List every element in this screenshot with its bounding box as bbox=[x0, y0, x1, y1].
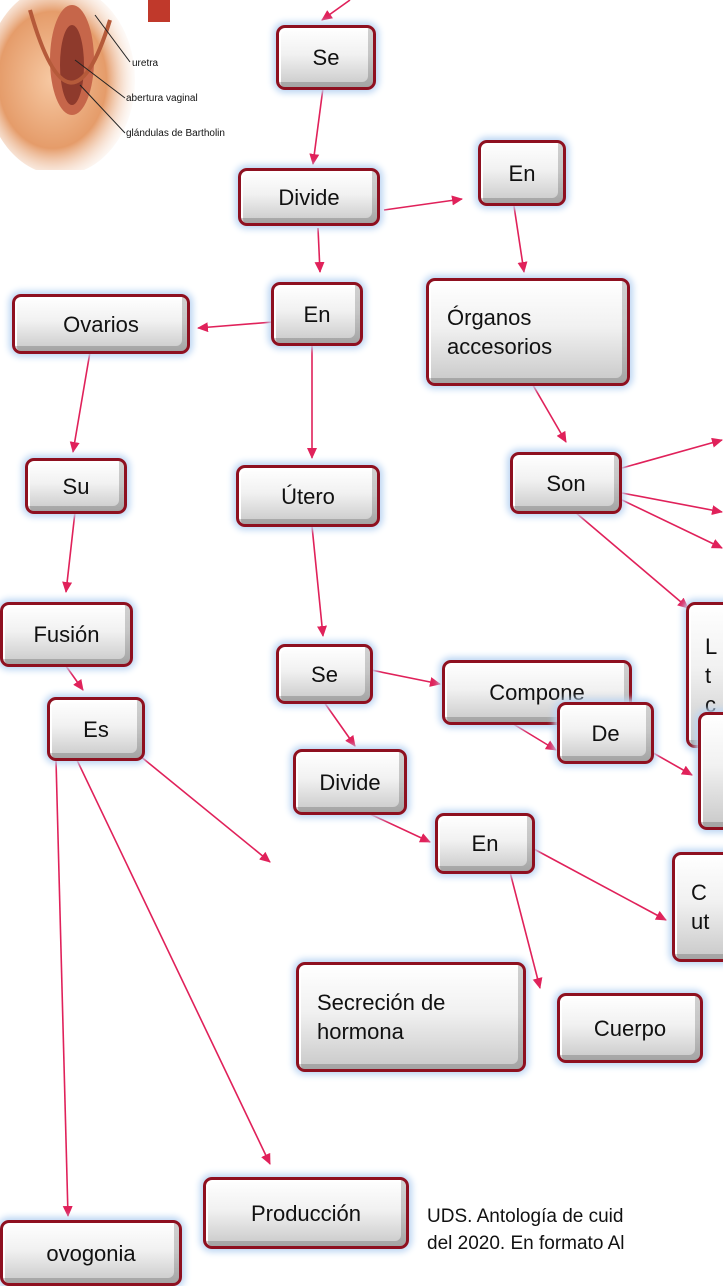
connector-arrow bbox=[509, 871, 543, 989]
node-son[interactable]: Son bbox=[510, 452, 622, 514]
anatomy-illustration: uretra abertura vaginal glándulas de Bar… bbox=[0, 0, 240, 170]
node-fusion[interactable]: Fusión bbox=[0, 602, 133, 667]
node-en-lower[interactable]: En bbox=[435, 813, 535, 874]
connector-arrow bbox=[65, 665, 84, 691]
node-cuerpo[interactable]: Cuerpo bbox=[557, 993, 703, 1063]
node-right-partial[interactable] bbox=[698, 712, 723, 830]
node-organos-accesorios[interactable]: Órganos accesorios bbox=[426, 278, 630, 386]
node-se-top[interactable]: Se bbox=[276, 25, 376, 90]
node-produccion[interactable]: Producción bbox=[203, 1177, 409, 1249]
connector-arrow bbox=[509, 721, 557, 751]
connector-arrow bbox=[62, 511, 76, 593]
connector-arrow bbox=[321, 0, 351, 21]
node-compone[interactable]: Compone bbox=[442, 660, 632, 725]
citation-text: UDS. Antología de cuid del 2020. En form… bbox=[427, 1206, 625, 1254]
label-uretra: uretra bbox=[132, 58, 159, 69]
node-de[interactable]: De bbox=[557, 702, 654, 764]
node-se-mid[interactable]: Se bbox=[276, 644, 373, 704]
node-ovarios[interactable]: Ovarios bbox=[12, 294, 190, 354]
connector-arrow bbox=[69, 351, 91, 453]
connector-arrow bbox=[621, 437, 723, 469]
connector-arrow bbox=[369, 813, 431, 843]
connector-arrow bbox=[621, 492, 723, 516]
node-su[interactable]: Su bbox=[25, 458, 127, 514]
connector-arrow bbox=[647, 749, 693, 776]
node-es[interactable]: Es bbox=[47, 697, 145, 761]
connector-arrow bbox=[383, 195, 463, 211]
node-utero[interactable]: Útero bbox=[236, 465, 380, 527]
connector-arrow bbox=[314, 227, 325, 273]
node-en-mid[interactable]: En bbox=[271, 282, 363, 346]
node-secrecion-hormona[interactable]: Secreción de hormona bbox=[296, 962, 526, 1072]
connector-arrow bbox=[621, 499, 723, 549]
connector-arrow bbox=[75, 757, 271, 1165]
anatomy-drawing bbox=[0, 0, 170, 170]
connector-arrow bbox=[311, 525, 327, 637]
connector-arrow bbox=[529, 379, 567, 443]
label-glandulas-bartholin: glándulas de Bartholin bbox=[126, 128, 225, 139]
connector-arrow bbox=[513, 205, 528, 273]
node-c-partial[interactable]: C ut bbox=[672, 852, 723, 962]
connector-arrow bbox=[370, 669, 441, 687]
connector-arrow bbox=[117, 737, 271, 863]
node-en-upper[interactable]: En bbox=[478, 140, 566, 206]
connector-arrow bbox=[574, 511, 689, 609]
node-divide-top[interactable]: Divide bbox=[238, 168, 380, 226]
connector-arrow bbox=[309, 87, 324, 165]
node-ovogonia[interactable]: ovogonia bbox=[0, 1220, 182, 1286]
connector-arrow bbox=[531, 847, 667, 921]
connector-arrow bbox=[55, 759, 73, 1217]
connector-arrow bbox=[197, 321, 274, 333]
connector-arrow bbox=[323, 701, 356, 747]
node-divide-mid[interactable]: Divide bbox=[293, 749, 407, 815]
label-abertura-vaginal: abertura vaginal bbox=[126, 93, 198, 104]
